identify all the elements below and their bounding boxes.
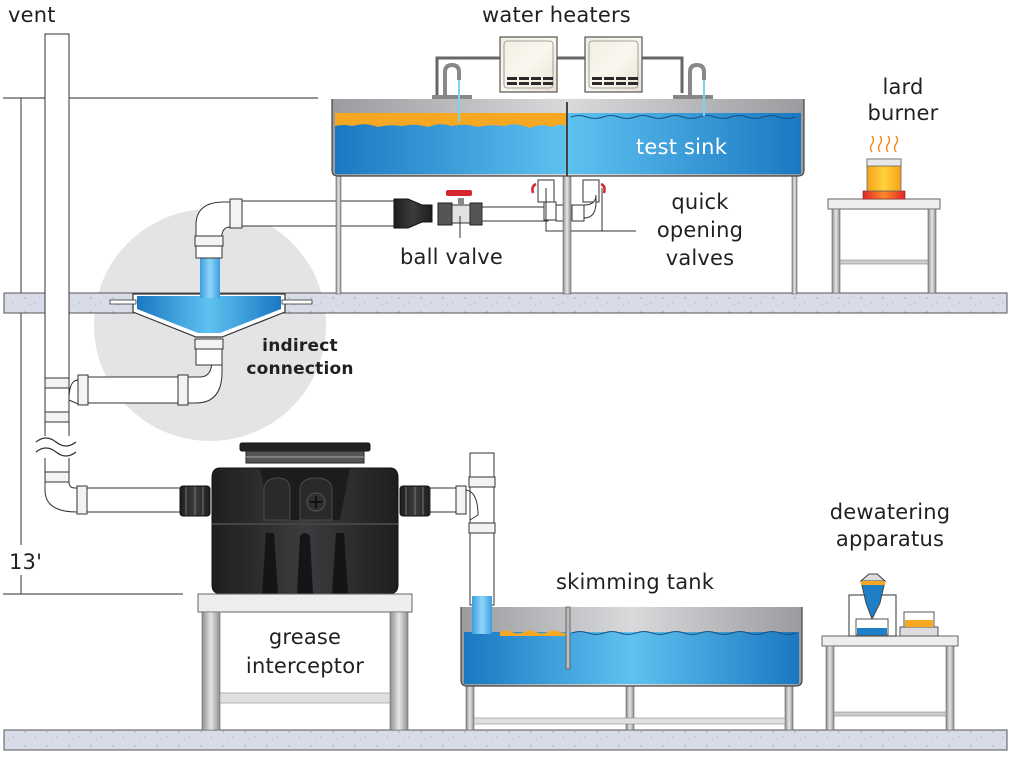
label-height-dimension: 13' [9,550,43,574]
lower-floor-slab [3,729,1008,751]
water-stream [200,258,220,298]
water-heater-1 [499,36,558,93]
interceptor-table [197,593,413,731]
ball-valve-handle [446,190,472,196]
drain-pipe-lower [76,485,211,517]
vent-pipe [35,33,81,513]
label-vent: vent [8,3,56,27]
label-lard-burner-line2: burner [867,101,939,125]
label-skimming-tank: skimming tank [556,570,715,594]
grease-layer [335,113,567,128]
label-quick-line2: opening [656,218,744,242]
quick-opening-valves [531,179,636,232]
heat-waves-icon [869,135,899,153]
label-water-heaters: water heaters [482,3,631,27]
water-heaters [432,36,713,122]
water-stream-skimming [472,596,492,634]
label-dewatering-line1: dewatering [829,500,951,524]
test-sink [331,99,805,295]
drain-pipe-elbow [194,198,403,259]
water-heater-2 [584,36,643,93]
label-ball-valve: ball valve [400,245,504,269]
label-test-sink: test sink [636,135,728,159]
label-quick-line1: quick [671,190,729,214]
label-grease-line1: grease [268,625,342,649]
label-quick-line3: valves [665,246,735,270]
label-lard-burner-line1: lard [882,75,924,99]
funnel-drain [109,293,313,338]
outlet-pipe [429,452,496,606]
burner-plate [862,190,906,200]
label-dewatering-line2: apparatus [835,527,945,551]
label-grease-line2: interceptor [245,654,365,678]
drain-pipe-upper [68,338,224,406]
label-indirect-line2: connection [246,359,354,379]
ball-valve-assembly [393,190,549,238]
skimming-tank [460,596,803,731]
dewatering-table [821,573,959,731]
label-indirect-line1: indirect [262,336,338,356]
lard-burner-table [827,135,941,294]
grease-interceptor [211,442,431,595]
